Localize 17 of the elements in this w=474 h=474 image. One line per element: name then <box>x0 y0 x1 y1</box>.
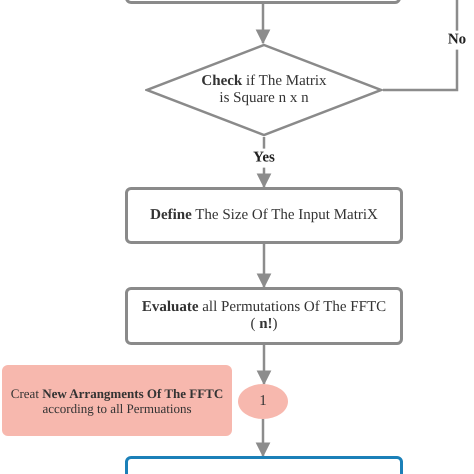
edge-label: No <box>446 30 468 50</box>
note-box <box>2 365 232 436</box>
connector-line <box>383 0 458 92</box>
decision-diamond <box>145 43 383 137</box>
node-text: Evaluate all Permutations Of The FFTC ( n!) <box>140 299 388 333</box>
node-text: Check if The Matrix is Square n x n <box>200 73 328 107</box>
connector-circle <box>238 384 288 419</box>
node-text: 1 <box>259 392 267 412</box>
process-box <box>125 287 403 345</box>
arrow <box>256 4 270 44</box>
edge-label: Yes <box>251 148 277 168</box>
arrow <box>256 345 272 386</box>
node-text: Creat New Arrangments Of The FFTC according to all Permuations <box>10 386 224 416</box>
node-text: Define The Size Of The Input MatriX <box>149 207 379 224</box>
process-box <box>125 187 403 244</box>
arrow <box>256 244 272 288</box>
arrow <box>256 419 270 458</box>
